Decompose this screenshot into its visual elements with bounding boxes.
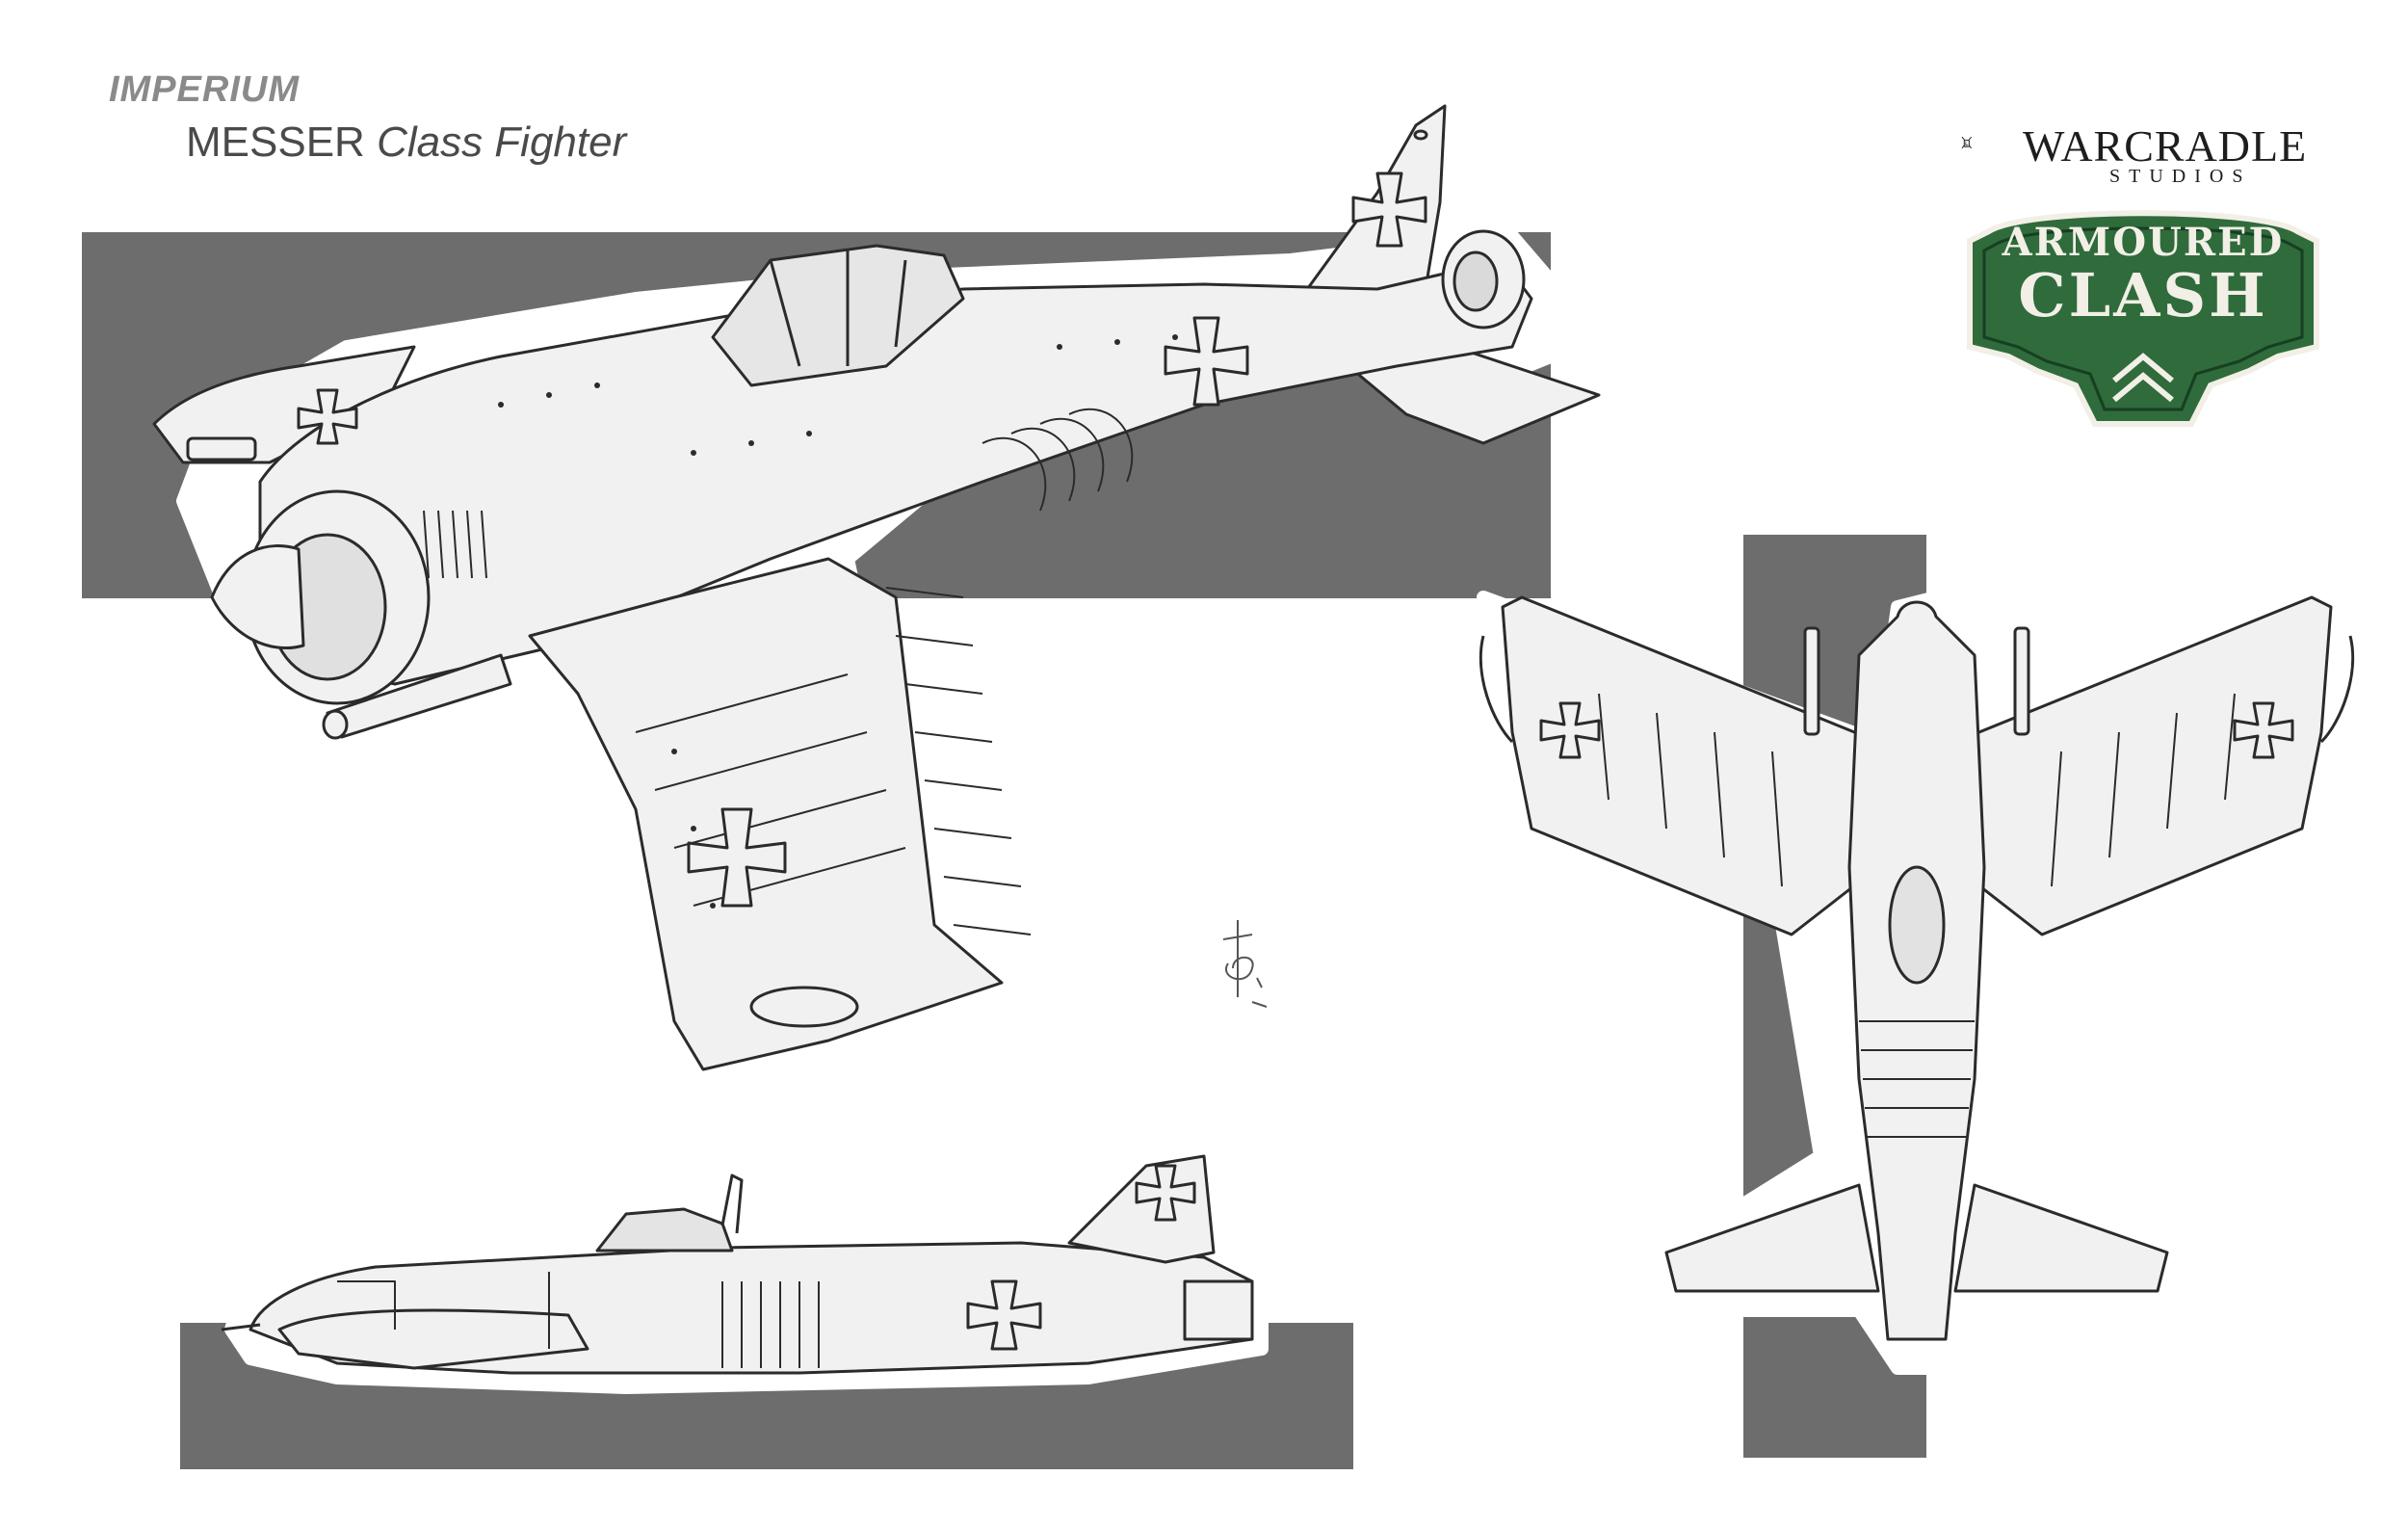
- model-class: Class Fighter: [377, 119, 627, 166]
- studio-subtitle: STUDIOS: [2109, 166, 2252, 187]
- fighter-three-quarter-drawing: [96, 58, 1637, 1137]
- faction-label: IMPERIUM: [109, 69, 300, 110]
- warcradle-emblem: [1961, 136, 1973, 149]
- game-title-line1: ARMOURED: [2002, 220, 2285, 265]
- artist-signature: [1209, 910, 1276, 1016]
- model-name: MESSER: [186, 119, 365, 166]
- armoured-clash-badge: [1967, 210, 2319, 427]
- game-title-line2: CLASH: [2018, 260, 2268, 330]
- page-title: MESSER Class Fighter: [186, 119, 626, 167]
- fighter-top-view-drawing: [1474, 578, 2369, 1378]
- studio-name: WARCRADLE: [2023, 121, 2308, 171]
- fighter-side-view-drawing: [222, 1137, 1310, 1416]
